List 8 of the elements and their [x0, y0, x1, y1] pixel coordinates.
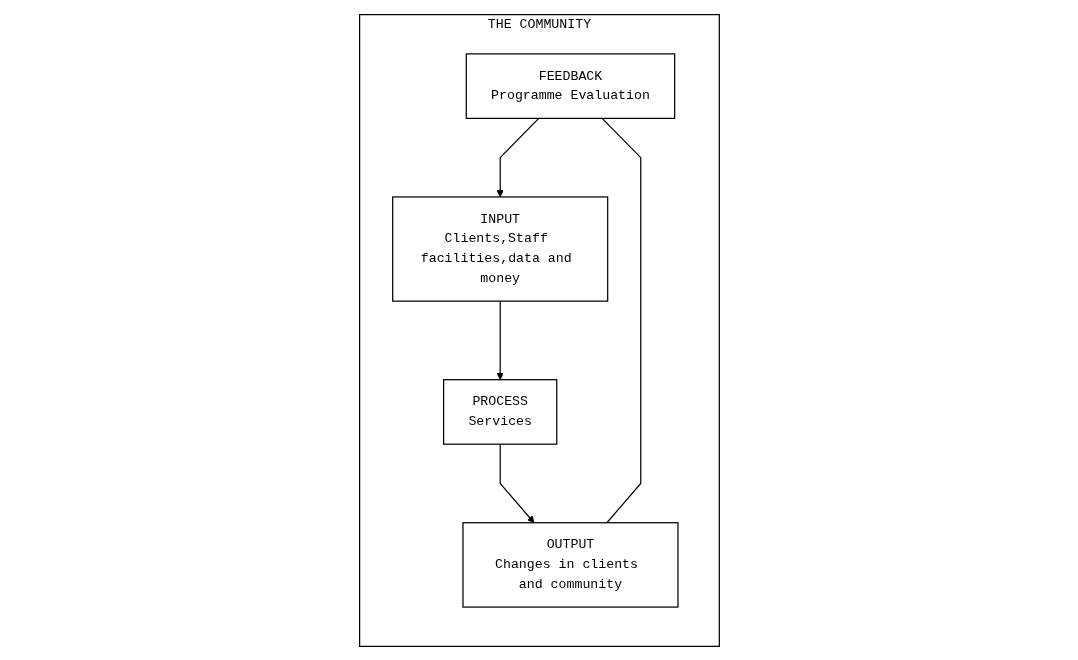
- node-box: OUTPUT Changes in clients and community: [461, 521, 679, 608]
- node-box: PROCESS Services: [442, 378, 557, 445]
- connector: [601, 117, 641, 523]
- node-box: INPUT Clients,Staff facilities,data and money: [391, 195, 608, 302]
- node-box: FEEDBACK Programme Evaluation: [465, 52, 675, 119]
- arrow: [496, 300, 504, 380]
- arrow: [499, 443, 534, 523]
- arrow: [496, 117, 539, 197]
